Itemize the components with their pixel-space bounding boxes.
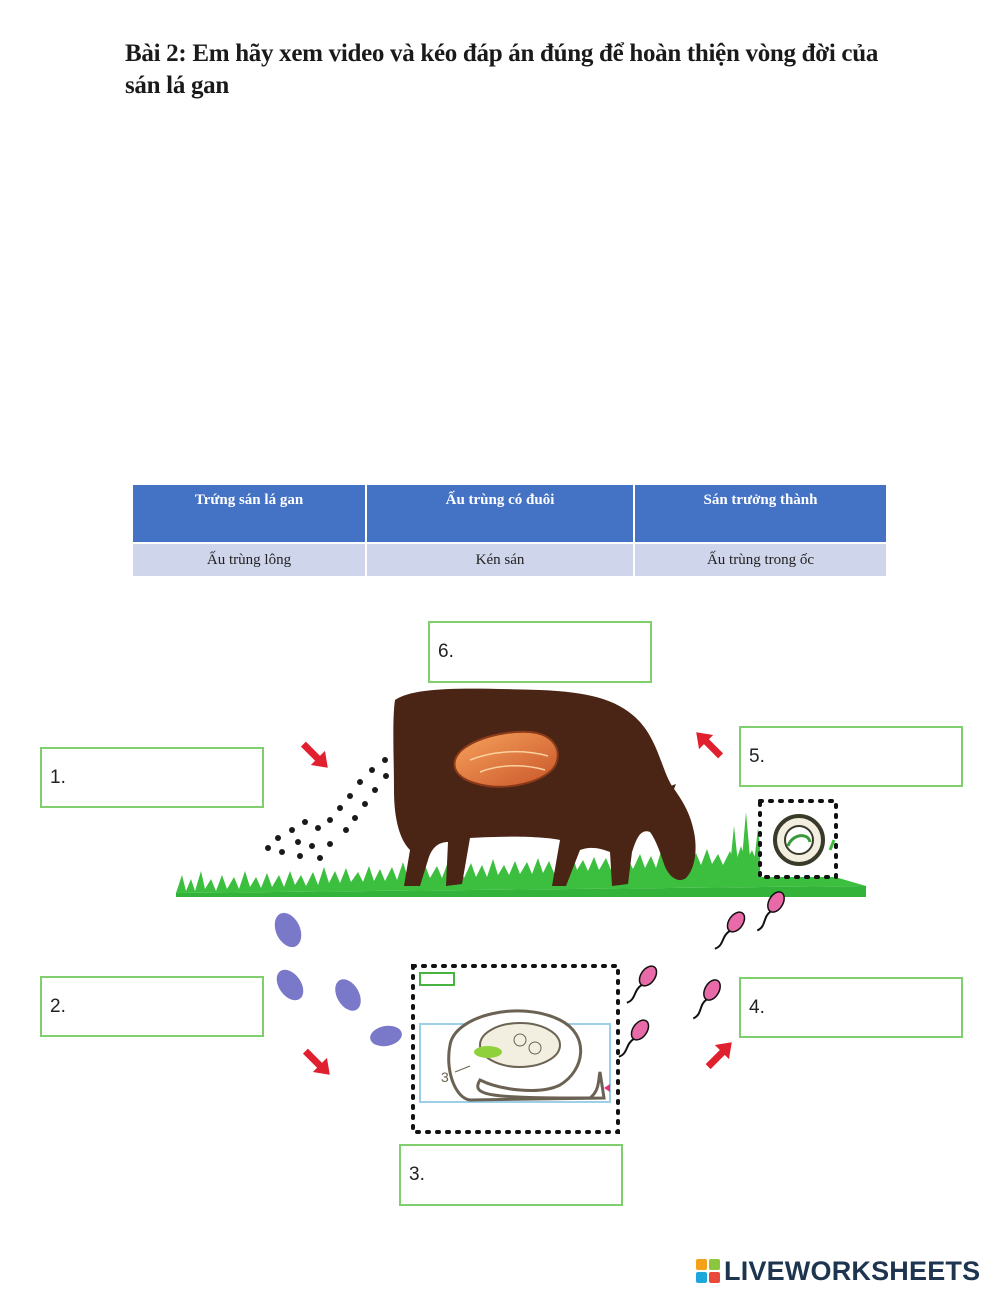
drop-box-3[interactable]: 3. xyxy=(399,1144,623,1206)
answer-option-egg[interactable]: Trứng sán lá gan xyxy=(131,483,367,544)
liveworksheets-logo-text: LIVEWORKSHEETS xyxy=(724,1255,981,1286)
drop-box-2[interactable]: 2. xyxy=(40,976,264,1037)
drop-box-1[interactable]: 1. xyxy=(40,747,264,808)
arrow-to-box-4 xyxy=(705,1042,732,1070)
snail-inset xyxy=(411,964,620,1134)
answer-option-cyst[interactable]: Kén sán xyxy=(365,542,635,578)
answer-bank-table: Trứng sán lá gan Ấu trùng có đuôi Sán tr… xyxy=(131,483,888,578)
answer-option-ciliated-larva[interactable]: Ấu trùng lông xyxy=(131,542,367,578)
cycle-arrows xyxy=(300,732,732,1075)
drop-box-5[interactable]: 5. xyxy=(739,726,963,787)
arrow-to-box-6 xyxy=(696,732,724,759)
drop-box-6[interactable]: 6. xyxy=(428,621,652,683)
tailed-larvae xyxy=(618,891,785,1058)
cyst-inset xyxy=(758,799,838,879)
exercise-title: Bài 2: Em hãy xem video và kéo đáp án đú… xyxy=(125,40,879,99)
snail-inset-label: 3 xyxy=(441,1069,449,1085)
drop-box-4[interactable]: 4. xyxy=(739,977,963,1038)
answer-option-tailed-larva[interactable]: Ấu trùng có đuôi xyxy=(365,483,635,544)
fluke-eggs-dots xyxy=(265,757,389,861)
cow-illustration xyxy=(393,688,696,886)
answer-bank-row-2: Ấu trùng lông Kén sán Ấu trùng trong ốc xyxy=(131,542,888,578)
liveworksheets-logo-icon xyxy=(696,1259,720,1283)
arrow-to-box-1 xyxy=(300,741,328,768)
answer-option-adult-fluke[interactable]: Sán trưởng thành xyxy=(633,483,888,544)
arrow-to-box-3 xyxy=(302,1048,330,1075)
answer-bank-row-1: Trứng sán lá gan Ấu trùng có đuôi Sán tr… xyxy=(131,483,888,544)
ciliated-larvae xyxy=(274,912,402,1047)
liveworksheets-logo: LIVEWORKSHEETS xyxy=(696,1254,980,1288)
answer-option-larva-in-snail[interactable]: Ấu trùng trong ốc xyxy=(633,542,888,578)
